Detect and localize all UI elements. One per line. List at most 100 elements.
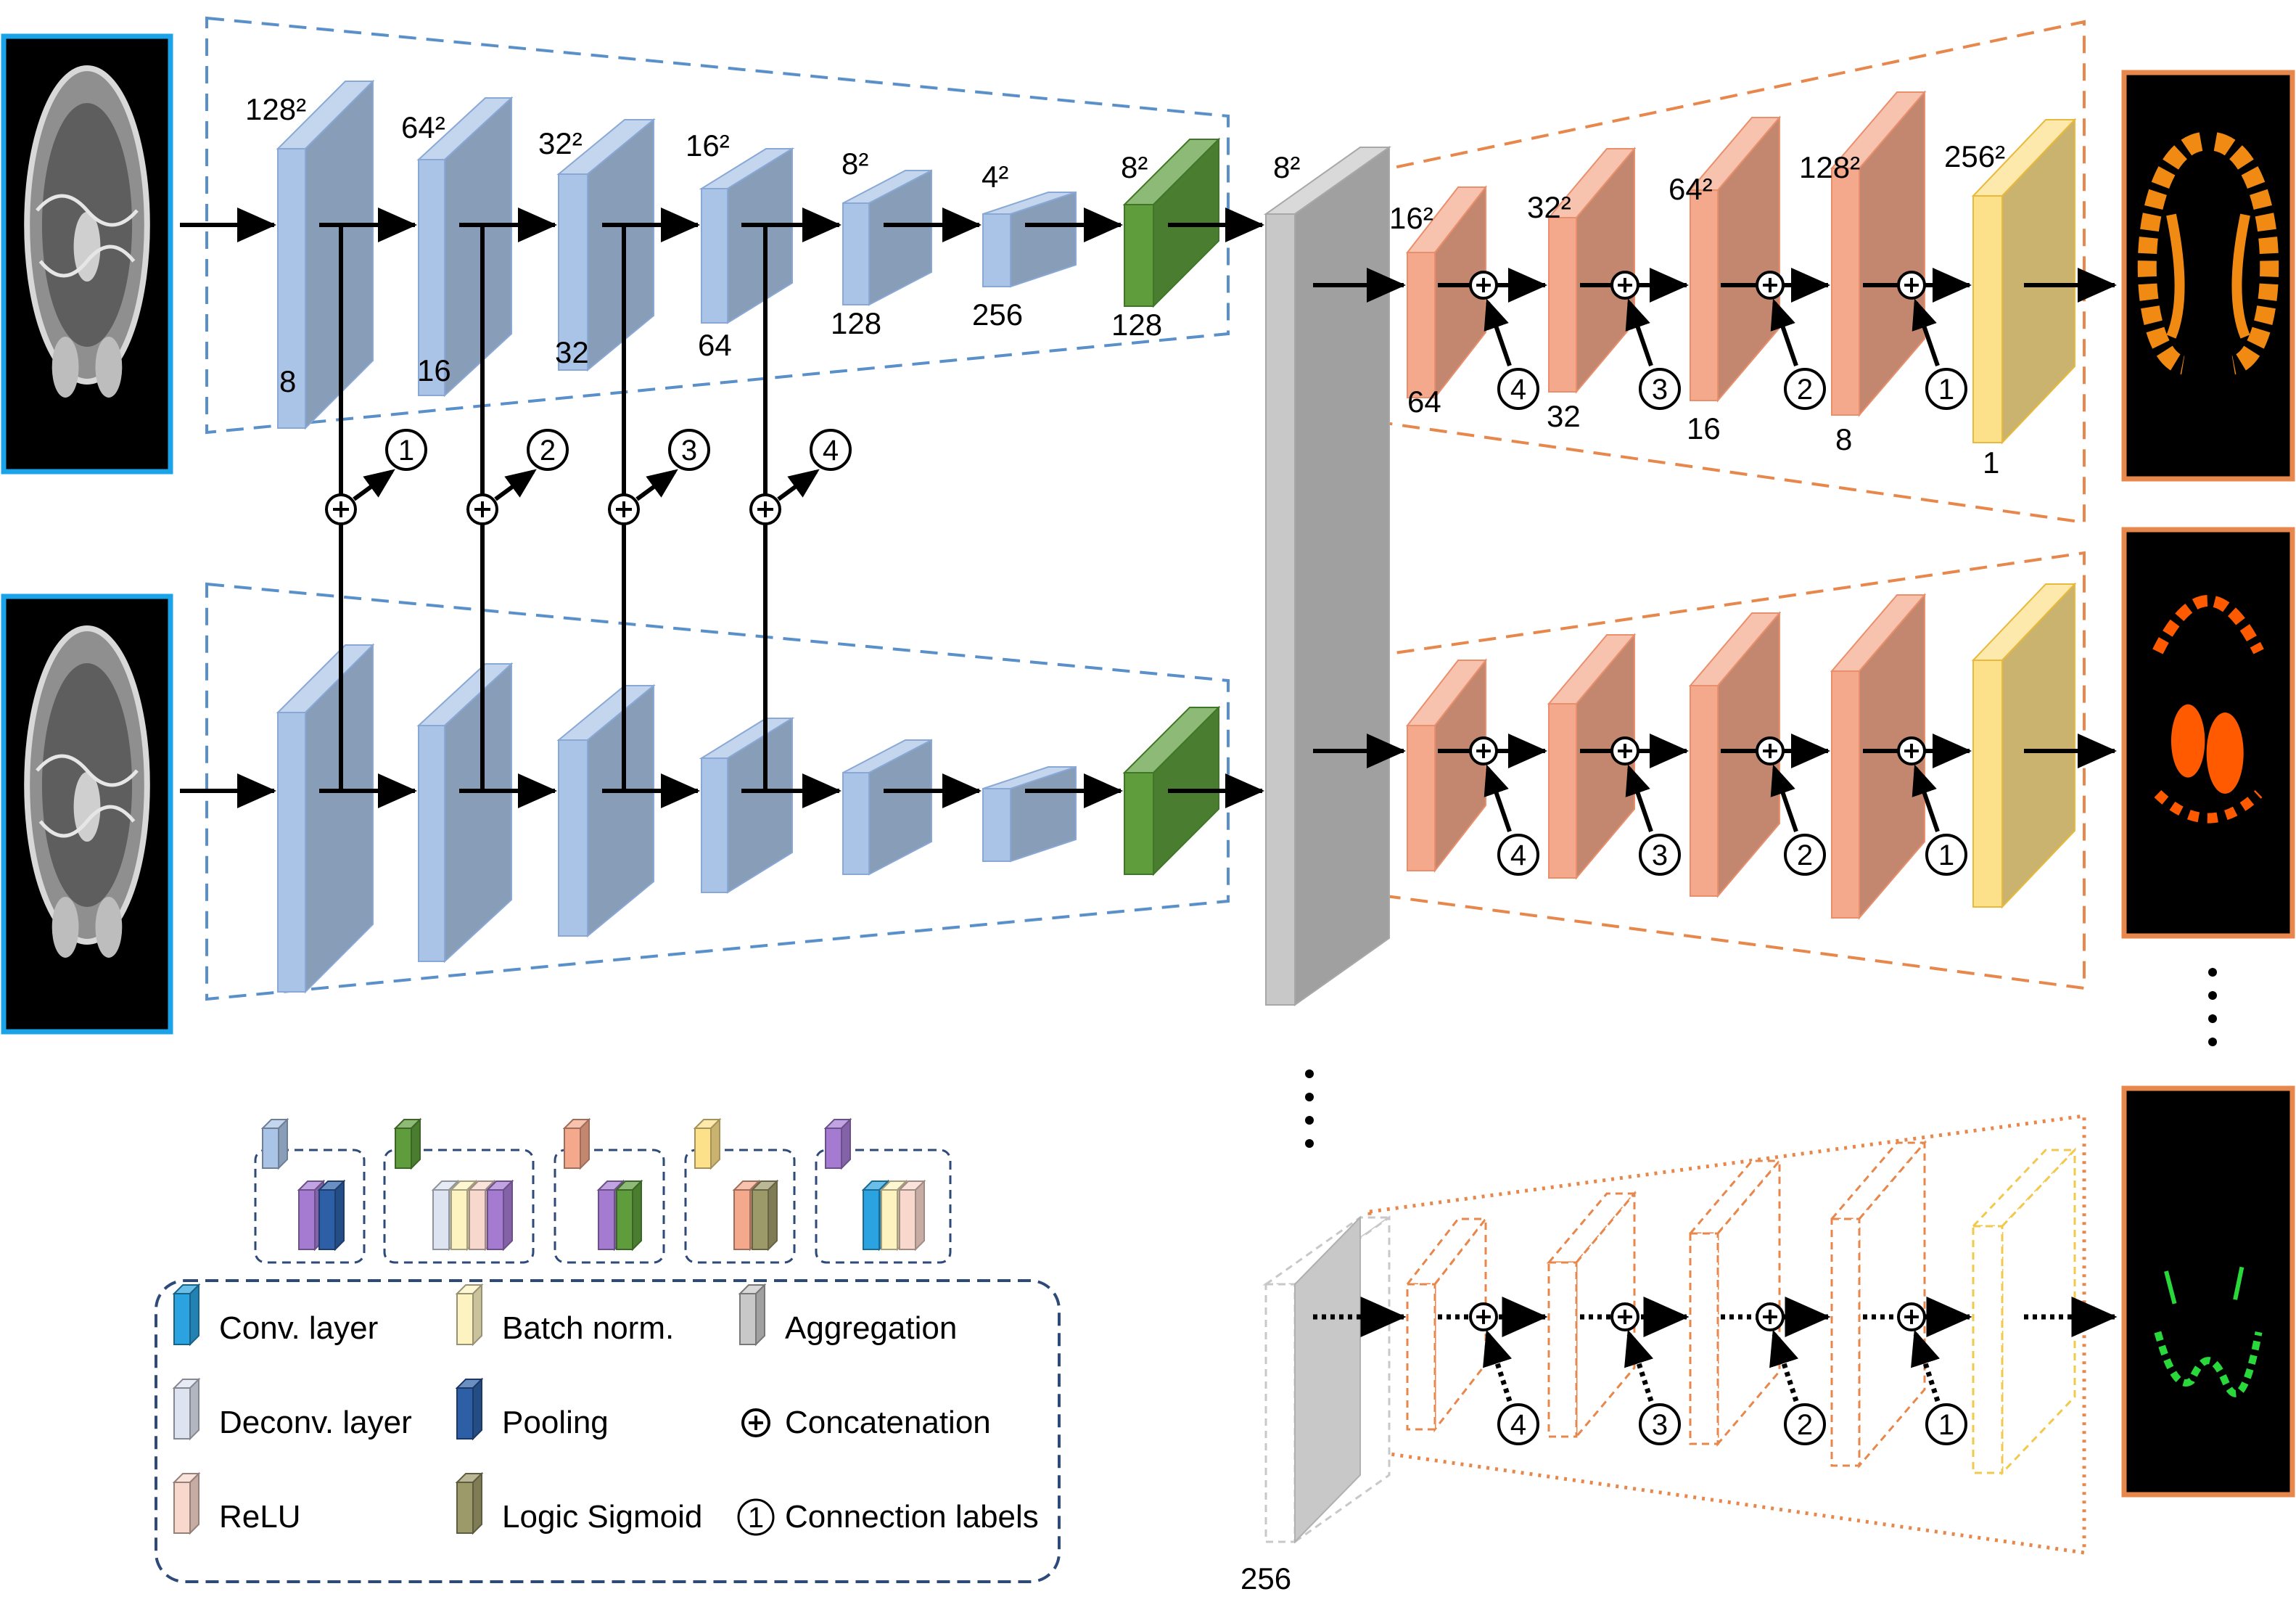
fusion-label-4-text: 4 <box>823 435 839 467</box>
decoder-channels-3: 16 <box>1687 411 1721 445</box>
ellipsis-dot-right <box>2208 968 2217 977</box>
decoder-2-layer-3 <box>1688 611 1782 898</box>
ellipsis-dot-center <box>1305 1069 1314 1078</box>
decoder-3-skip-arrow-3 <box>1769 1329 1799 1403</box>
encoder-channels-7: 128 <box>1111 308 1162 342</box>
aggregation-layer <box>1263 146 1392 1006</box>
decoder-1-skip-arrow-3 <box>1770 298 1798 366</box>
legend-group-purple-head <box>823 1117 852 1170</box>
layer-blocks <box>276 79 2078 1544</box>
encoder-bottom-layer-6 <box>982 765 1077 863</box>
decoder-1-layer-5 <box>1971 118 2077 445</box>
encoder-frame-top <box>205 16 1230 435</box>
encoder-bottom-layer-5 <box>842 739 932 876</box>
decoder-2-skip-label-3-text: 2 <box>1797 839 1813 871</box>
decoder-3-skip-label-4: 1 <box>1925 1403 1967 1445</box>
fusion-concat-2 <box>466 493 498 525</box>
aggregation-outline-side-fill <box>1294 1215 1361 1544</box>
legend-group-encoder-pool <box>317 1179 346 1252</box>
fusion-arrow-1 <box>353 469 395 501</box>
legend-group-yellow <box>684 1149 796 1264</box>
decoder-2-skip-label-2: 3 <box>1639 834 1681 876</box>
decoder-1-skip-label-4: 1 <box>1925 368 1967 410</box>
connection-lines <box>180 208 2118 1437</box>
legend-group-purple <box>815 1149 952 1264</box>
decoder-1-concat-3 <box>1756 271 1785 300</box>
decoder-3-skip-label-3-text: 2 <box>1797 1409 1813 1441</box>
legend-label-1: Conv. layer <box>219 1310 378 1346</box>
decoder-2-layer-2 <box>1547 633 1637 880</box>
encoder-channels-1: 8 <box>279 364 296 398</box>
brain-images <box>1 33 2295 1498</box>
decoder-dim-top-5: 256² <box>1944 139 2005 173</box>
fusion-label-3: 3 <box>668 429 710 471</box>
ellipsis-dot-center <box>1305 1093 1314 1101</box>
encoder-bottom-layer-3 <box>556 683 656 938</box>
ellipsis-dot-center <box>1305 1116 1314 1125</box>
encoder-top-layer-5 <box>842 169 932 306</box>
decoder-dim-top-3: 64² <box>1668 172 1713 206</box>
decoder-1-skip-label-3-text: 2 <box>1797 374 1813 406</box>
decoder-2-skip-arrow-3 <box>1770 764 1798 832</box>
decoder-2-skip-label-4: 1 <box>1925 834 1967 876</box>
ellipsis-dot-right <box>2208 1014 2217 1023</box>
decoder-2-layer-5 <box>1971 582 2077 909</box>
input-image-t1 <box>1 33 173 475</box>
encoder-channels-6: 256 <box>972 297 1023 332</box>
legend-label-9: Connection labels <box>785 1499 1039 1535</box>
legend-icon-5 <box>455 1377 484 1441</box>
encoder-dim-top-4: 16² <box>686 128 730 163</box>
fusion-label-1-text: 1 <box>398 435 414 467</box>
legend-icon-9: 1 <box>737 1498 775 1536</box>
decoder-2-skip-arrow-1 <box>1484 764 1512 832</box>
decoder-channels-5: 1 <box>1983 445 1999 480</box>
legend-group-orange <box>554 1149 665 1264</box>
decoder-channels-1: 64 <box>1407 385 1441 419</box>
decoder-3-skip-arrow-1 <box>1483 1329 1513 1403</box>
decoder-1-skip-label-2: 3 <box>1639 368 1681 410</box>
output-segmentation-2 <box>2121 527 2295 939</box>
decoder-2-layer-1 <box>1405 658 1488 873</box>
encoder-bottom-layer-1 <box>276 643 375 994</box>
ellipsis-dot-center <box>1305 1139 1314 1148</box>
legend-label-5: Pooling <box>502 1405 609 1440</box>
encoder-top-layer-2 <box>416 96 514 398</box>
legend-icon-7 <box>172 1471 201 1535</box>
fusion-label-3-text: 3 <box>681 435 697 467</box>
decoder-3-concat-3 <box>1756 1302 1785 1331</box>
decoder-1-skip-label-1-text: 4 <box>1510 374 1526 406</box>
decoder-3-skip-label-1-text: 4 <box>1510 1409 1526 1441</box>
fusion-arrow-2 <box>494 469 537 501</box>
decoder-2-concat-1 <box>1469 736 1498 765</box>
decoder-1-skip-label-3: 2 <box>1784 368 1826 410</box>
encoder-dim-top-2: 64² <box>401 110 445 144</box>
encoder-top-layer-6 <box>982 191 1077 288</box>
encoder-bottom-layer-2 <box>416 662 514 964</box>
decoder-3-skip-label-2-text: 3 <box>1652 1409 1668 1441</box>
fusion-arrow-3 <box>635 469 678 501</box>
legend-group-orange-head <box>562 1117 591 1170</box>
legend-icon-1 <box>172 1283 201 1347</box>
encoder-top-layer-3 <box>556 118 656 372</box>
legend-icon-2 <box>455 1283 484 1347</box>
legend-label-8: Logic Sigmoid <box>502 1499 702 1535</box>
decoder-3-layer-2 <box>1546 1190 1637 1440</box>
decoder-1-skip-label-1: 4 <box>1497 368 1539 410</box>
encoder-channels-5: 128 <box>831 306 881 340</box>
aggregation-channels-bottom: 256 <box>1240 1561 1291 1596</box>
fusion-label-4: 4 <box>810 429 852 471</box>
decoder-1-skip-arrow-2 <box>1625 298 1653 366</box>
decoder-3-skip-label-3: 2 <box>1784 1403 1826 1445</box>
input-image-t2 <box>1 594 173 1035</box>
legend-group-encoder <box>254 1149 366 1264</box>
legend-group-yellow-head <box>693 1117 722 1170</box>
decoder-3-layer-3 <box>1687 1157 1782 1447</box>
decoder-dim-top-1: 16² <box>1389 201 1433 235</box>
legend-icon-9-text: 1 <box>748 1502 764 1534</box>
decoder-1-concat-4 <box>1897 271 1926 300</box>
decoder-2-skip-label-1-text: 4 <box>1510 839 1526 871</box>
legend-icon-3 <box>738 1283 767 1347</box>
decoder-dim-top-4: 128² <box>1799 150 1860 184</box>
